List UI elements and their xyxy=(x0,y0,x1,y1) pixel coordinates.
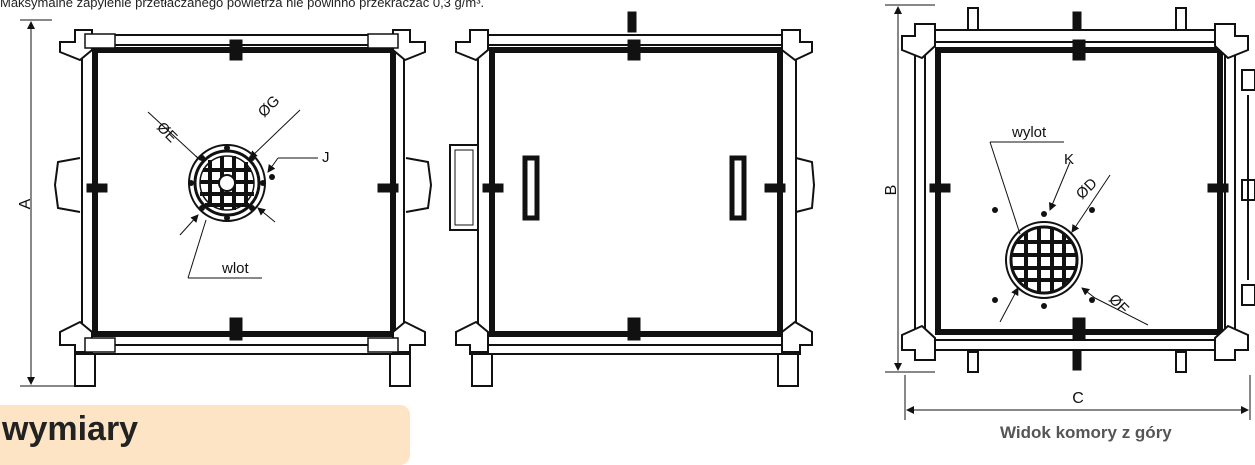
top-view-caption: Widok komory z góry xyxy=(1000,423,1172,442)
back-view xyxy=(449,11,816,387)
label-j: J xyxy=(322,149,330,166)
technical-drawing: A ØE ØG J wlot xyxy=(17,4,1255,420)
inlet-label: wlot xyxy=(221,260,250,277)
top-view xyxy=(885,4,1255,420)
dim-a-label: A xyxy=(17,198,34,209)
section-title: wymiary xyxy=(2,410,139,448)
outlet-label: wylot xyxy=(1011,124,1047,141)
front-view-inlet xyxy=(20,19,433,387)
dim-b-label: B xyxy=(883,185,900,196)
dim-c-label: C xyxy=(1072,390,1084,407)
note-text: Maksymalne zapylenie przetłaczanego powi… xyxy=(0,0,485,10)
label-k: K xyxy=(1064,151,1074,168)
